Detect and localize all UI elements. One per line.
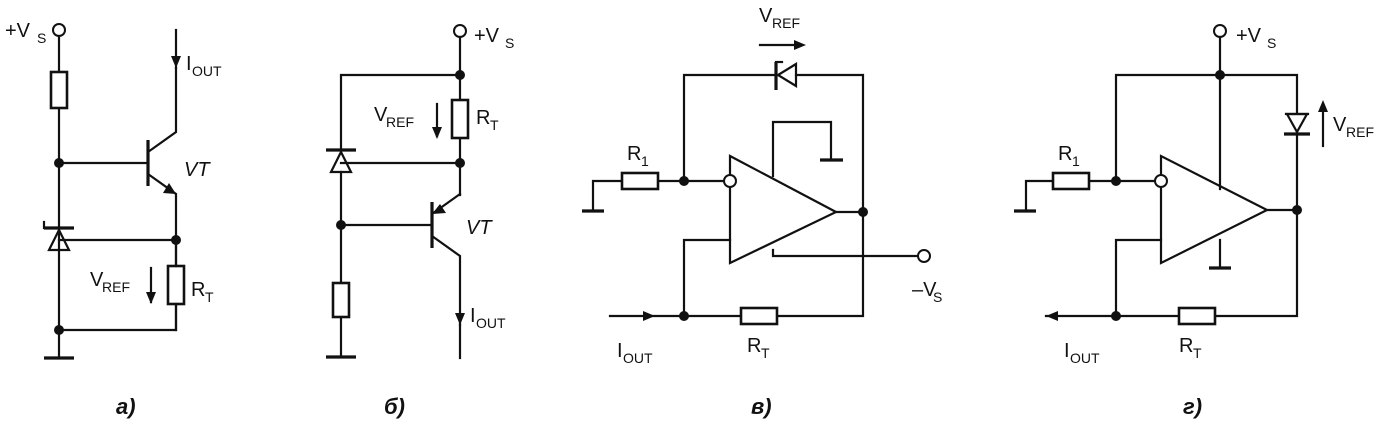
rt-label-v: R (747, 335, 761, 357)
vref-label-b: V (374, 104, 388, 126)
rt-sub-b: T (490, 117, 499, 133)
rt-resistor-b (450, 98, 470, 140)
rt-resistor-g (1177, 306, 1217, 326)
iout-label-b: I (470, 305, 476, 327)
vref-label-a: V (90, 269, 104, 291)
rt-resistor-v (739, 306, 779, 326)
circuit-a: +V S VT I OUT V REF R T (5, 20, 222, 419)
iout-sub-b: OUT (476, 315, 506, 331)
node-g2 (1111, 176, 1121, 186)
r1-resistor-g (1051, 171, 1091, 191)
iout-label-g: I (1064, 340, 1070, 362)
rt-sub-g: T (1193, 345, 1202, 361)
rt-sub-v: T (761, 345, 770, 361)
zener-diode-v (775, 62, 798, 88)
iout-sub-a: OUT (192, 63, 222, 79)
rt-label-b: R (476, 107, 490, 129)
r1-sub-v: 1 (641, 153, 649, 169)
node-v1 (679, 176, 689, 186)
opamp-v (728, 154, 839, 265)
node-g4 (1111, 311, 1121, 321)
vs-label-a: +V (5, 20, 31, 42)
vref-sub-g: REF (1346, 124, 1374, 140)
iout-sub-v: OUT (623, 350, 653, 366)
caption-b: б) (384, 394, 405, 419)
vs-sub-g: S (1267, 35, 1276, 51)
emitter-arrow-a (163, 183, 176, 194)
rt-sub-a: T (205, 289, 214, 305)
vref-label-v: V (759, 5, 773, 27)
inverting-input-g (1154, 174, 1168, 188)
vs-sub-b: S (505, 35, 514, 51)
r1-label-v: R (627, 143, 641, 165)
inverting-input-v (723, 174, 737, 188)
vref-sub-b: REF (386, 114, 414, 130)
vs-neg-label-v: –V (912, 279, 937, 301)
vs-sub-a: S (37, 30, 46, 46)
node-g3 (1292, 205, 1302, 215)
circuit-g: +V S V REF R 1 I OUT R T г) (1014, 24, 1374, 419)
vt-collector-b (430, 234, 462, 327)
iout-sub-g: OUT (1070, 350, 1100, 366)
iout-label-a: I (186, 53, 192, 75)
caption-g: г) (1183, 394, 1202, 419)
r1-sub-g: 1 (1072, 153, 1080, 169)
vs-terminal-b (453, 24, 467, 38)
zener-diode-g (1285, 112, 1309, 135)
rt-resistor-a (166, 264, 186, 306)
caption-v: в) (751, 394, 772, 419)
circuit-b: +V S VT I OUT V REF R T б) (326, 24, 514, 419)
vs-label-b: +V (474, 25, 500, 47)
vt-label-b: VT (466, 217, 493, 239)
vs-neg-sub-v: S (933, 289, 942, 305)
opamp-g (1159, 154, 1270, 265)
vs-label-g: +V (1236, 25, 1262, 47)
bias-resistor-a (49, 70, 69, 110)
circuit-v: V REF R 1 –V S I OUT R T (582, 5, 942, 419)
vt-emitter-a (57, 172, 178, 332)
vref-label-g: V (1333, 114, 1347, 136)
vs-terminal-a (52, 23, 66, 37)
r1-label-g: R (1058, 143, 1072, 165)
vs-terminal-g (1213, 24, 1227, 38)
iout-label-v: I (617, 340, 623, 362)
rt-label-a: R (191, 279, 205, 301)
vs-neg-terminal-v (917, 249, 931, 263)
bias-resistor-b (331, 281, 351, 319)
vref-sub-v: REF (772, 15, 800, 31)
r1-resistor-v (620, 171, 660, 191)
emitter-arrow-b (432, 204, 446, 214)
caption-a: a) (116, 394, 136, 419)
rt-label-g: R (1179, 335, 1193, 357)
vt-collector-a (146, 66, 178, 154)
vref-sub-a: REF (102, 279, 130, 295)
vt-label-a: VT (184, 159, 211, 181)
